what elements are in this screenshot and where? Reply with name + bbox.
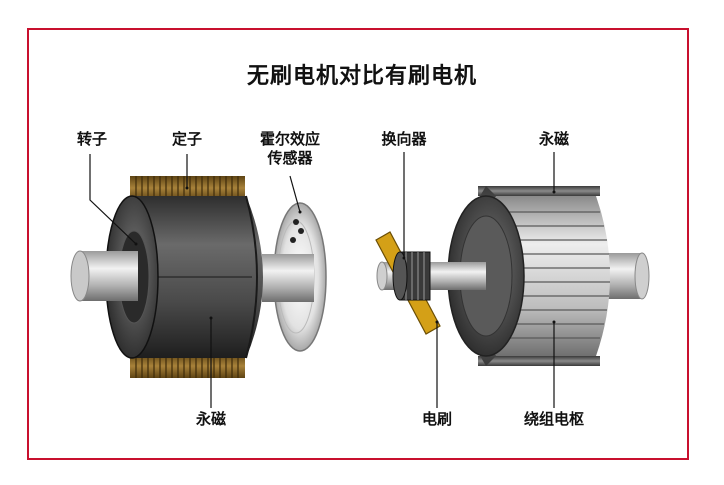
- brushless-shaft-left: [70, 250, 138, 302]
- label-brush: 电刷: [421, 410, 453, 428]
- label-commutator: 换向器: [381, 130, 427, 148]
- label-hall-sensor-line1: 霍尔效应: [259, 130, 321, 148]
- label-stator: 定子: [171, 130, 203, 148]
- label-armature: 绕组电枢: [523, 410, 585, 428]
- brushless-motor: [70, 176, 327, 378]
- magnet-shell-bottom: [478, 356, 600, 366]
- label-hall-sensor-line2: 传感器: [267, 149, 313, 167]
- commutator: [392, 251, 431, 301]
- label-rotor: 转子: [76, 130, 108, 148]
- magnet-shell-top: [478, 186, 600, 196]
- label-hall-sensor: 霍尔效应 传感器: [260, 130, 320, 168]
- brushed-motor: [375, 186, 650, 366]
- label-magnet-brushless: 永磁: [195, 410, 227, 428]
- label-magnet-brushed: 永磁: [538, 130, 570, 148]
- leader-lines: [89, 152, 556, 408]
- diagram-title: 无刷电机对比有刷电机: [246, 64, 477, 89]
- brushless-shaft-right: [262, 254, 314, 302]
